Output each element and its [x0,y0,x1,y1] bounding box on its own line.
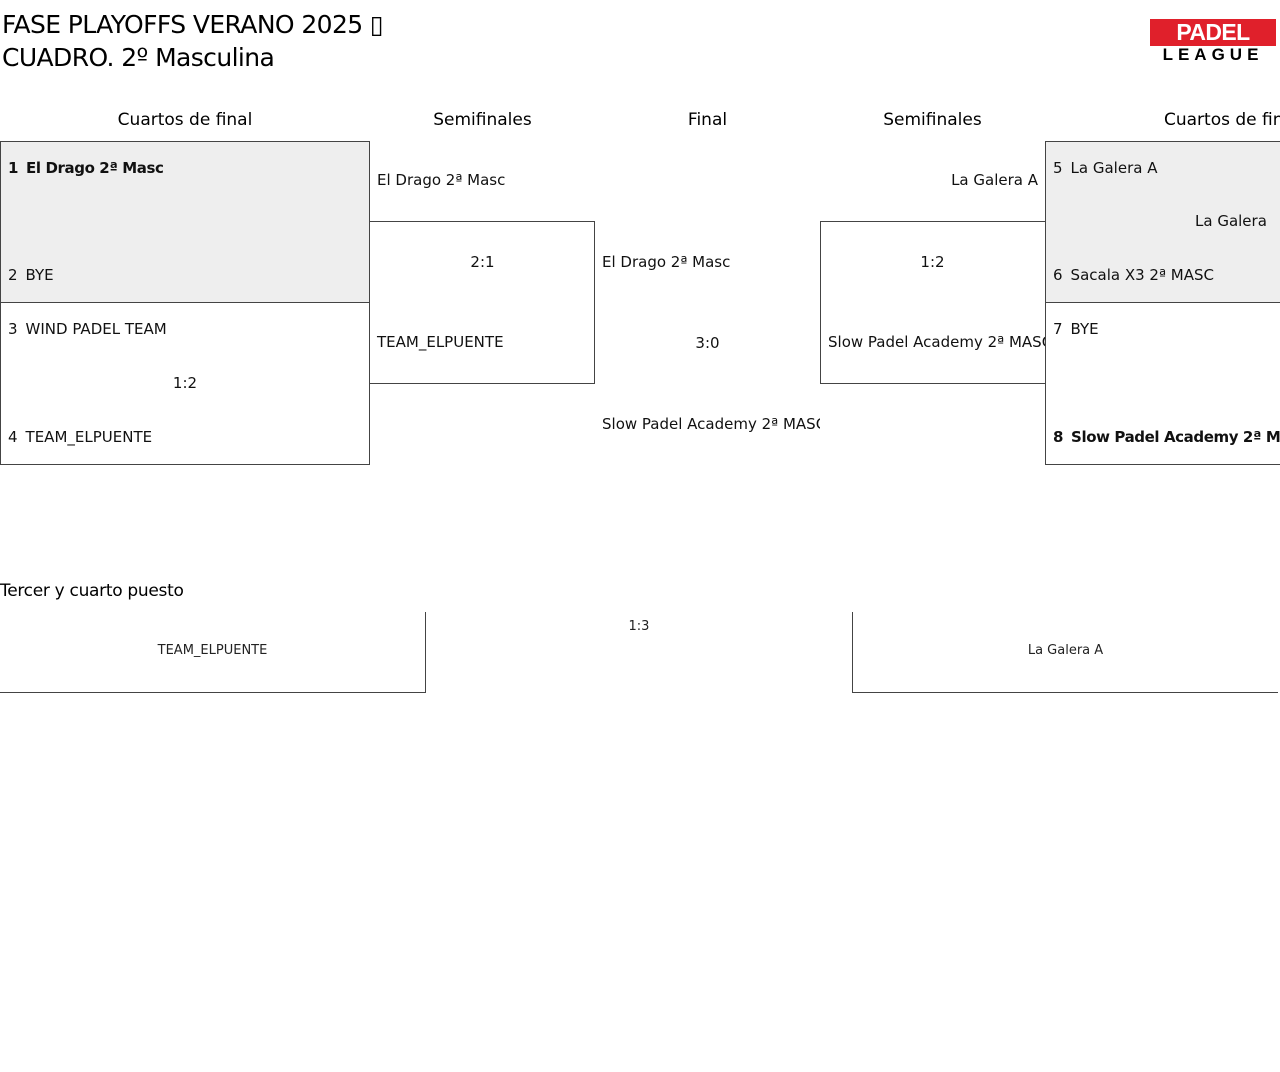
team-name: La Galera A [1070,159,1158,177]
title-line-1: FASE PLAYOFFS VERANO 2025 ▯ [2,10,384,39]
team-name: WIND PADEL TEAM [25,320,167,338]
team-name: TEAM_ELPUENTE [25,428,153,446]
round-header-left-quarterfinals: Cuartos de final [117,110,253,130]
final-team-b: Slow Padel Academy 2ª MASC [602,415,820,433]
qf4-team-b: 8 Slow Padel Academy 2ª MASC [1053,427,1280,447]
page-title: FASE PLAYOFFS VERANO 2025 ▯ CUADRO. 2º M… [2,8,384,74]
qf1-team-a: 1 El Drago 2ª Masc [8,158,164,178]
final-team-a: El Drago 2ª Masc [602,253,731,271]
quarterfinal-match-3[interactable] [1045,141,1280,303]
qf1-team-b: 2 BYE [8,265,54,285]
right-semi-score: 1:2 [920,253,945,271]
team-name: Sacala X3 2ª MASC [1070,266,1214,284]
round-header-right-quarterfinals: Cuartos de final [1164,110,1280,130]
qf2-team-a: 3 WIND PADEL TEAM [8,319,167,339]
team-name: BYE [25,266,54,284]
qf2-score: 1:2 [172,374,198,392]
title-glyph: ▯ [369,10,384,39]
left-semi-team-a: El Drago 2ª Masc [377,171,506,189]
team-name: Slow Padel Academy 2ª MASC [1071,428,1280,446]
right-semifinal-match[interactable] [820,221,1046,384]
round-header-final: Final [687,110,728,130]
title-line-2: CUADRO. 2º Masculina [2,43,275,72]
third-place-score: 1:3 [628,619,650,634]
team-name: El Drago 2ª Masc [26,159,164,177]
seed-number: 5 [1053,159,1063,177]
quarterfinal-match-1[interactable] [0,141,370,303]
qf3-team-a: 5 La Galera A [1053,158,1157,178]
quarterfinal-match-4[interactable] [1045,302,1280,465]
third-place-team-a: TEAM_ELPUENTE [157,643,268,658]
right-semi-team-b: Slow Padel Academy 2ª MASC [828,333,1045,351]
left-semifinal-match[interactable] [369,221,595,384]
qf4-team-a: 7 BYE [1053,319,1099,339]
qf2-team-b: 4 TEAM_ELPUENTE [8,427,152,447]
team-name: BYE [1070,320,1099,338]
qf3-team-b: 6 Sacala X3 2ª MASC [1053,265,1214,285]
qf3-winner: La Galera [1195,212,1267,230]
left-semi-score: 2:1 [470,253,495,271]
left-semi-team-b: TEAM_ELPUENTE [377,333,504,351]
seed-number: 1 [8,159,19,177]
seed-number: 2 [8,266,18,284]
seed-number: 6 [1053,266,1063,284]
seed-number: 3 [8,320,18,338]
logo-bottom-text: LEAGUE [1162,45,1264,64]
logo-top-text: PADEL TEAM [1150,19,1276,72]
seed-number: 7 [1053,320,1063,338]
round-header-right-semifinals: Semifinales [883,110,982,130]
seed-number: 8 [1053,428,1064,446]
seed-number: 4 [8,428,18,446]
third-place-left-slot[interactable] [0,612,426,693]
third-place-title: Tercer y cuarto puesto [0,581,184,601]
third-place-team-b: La Galera A [1027,643,1104,658]
final-score: 3:0 [695,334,720,352]
right-semi-team-a: La Galera A [951,171,1038,189]
round-header-left-semifinals: Semifinales [433,110,532,130]
padel-team-league-logo: PADEL TEAM LEAGUE [1150,19,1276,72]
third-place-right-slot[interactable] [852,612,1278,693]
